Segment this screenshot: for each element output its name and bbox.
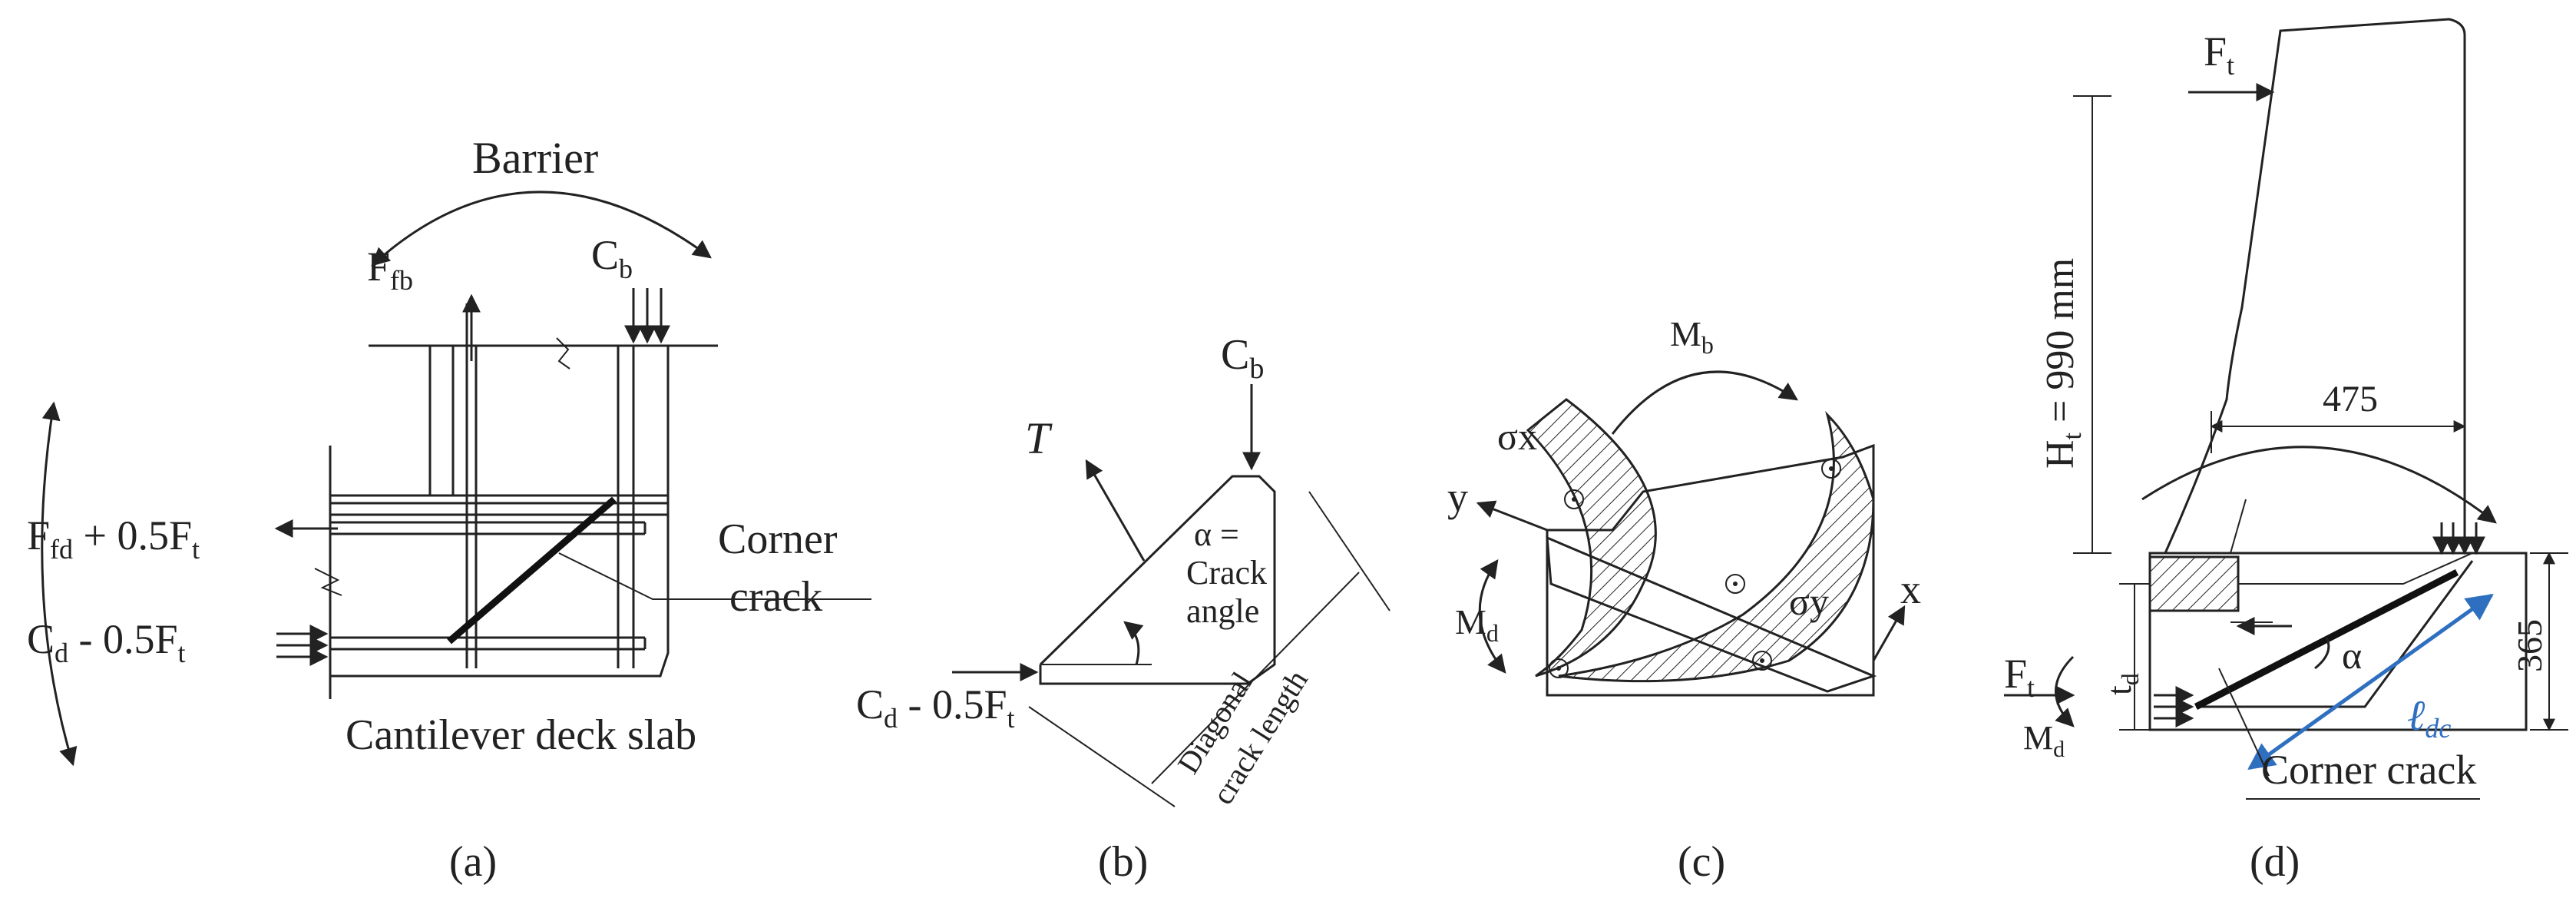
diagonal-length-dim (1151, 572, 1360, 784)
hatched-section (2148, 555, 2240, 612)
alpha-label-d: α (2342, 634, 2362, 677)
barrier-moment-arrow (371, 191, 712, 267)
deck-slab-outline (330, 494, 670, 678)
caption-c: (c) (1678, 838, 1725, 886)
compression-band (1546, 535, 1877, 693)
caption-b: (b) (1098, 838, 1148, 886)
x-axis-arrow (1872, 605, 1906, 661)
f-t-side-label: Ft (2004, 651, 2035, 703)
alpha-label-3: angle (1186, 592, 1259, 630)
barrier-label: Barrier (472, 133, 598, 183)
c-b-label: Cb (591, 232, 633, 284)
barrier-moment-arrow-d (2141, 446, 2497, 524)
sigma-y-field (1558, 410, 1875, 683)
caption-a: (a) (449, 838, 497, 886)
h-t-label: Ht = 990 mm (2039, 258, 2087, 469)
c-b-label: Cb (1221, 331, 1264, 385)
corner-crack-label-2: crack (729, 573, 822, 621)
l-dc-dim (2247, 593, 2494, 771)
panel-d: Ft Ht = 990 mm 475 α ℓdc (2004, 18, 2568, 886)
alpha-label-1: α = (1194, 515, 1239, 553)
break-symbol (556, 337, 570, 370)
slab-outline (2148, 552, 2528, 731)
barrier-profile (2164, 18, 2466, 554)
m-d-label: Md (1455, 602, 1499, 647)
caption-d: (d) (2250, 838, 2300, 886)
alpha-arc (1123, 621, 1144, 665)
y-axis-label: y (1447, 474, 1468, 520)
t-arrow (1085, 459, 1146, 562)
t-d-label: td (2099, 673, 2144, 695)
f-fd-label: Ffd + 0.5Ft (27, 512, 200, 565)
m-d-arrow-d (2055, 655, 2075, 727)
dim-475-label: 475 (2323, 379, 2378, 419)
m-d-label-d: Md (2023, 719, 2065, 762)
f-fb-label: Ffb (367, 244, 413, 296)
sigma-x-label: σx (1497, 415, 1537, 458)
sigma-y-label: σy (1789, 580, 1829, 623)
sigma-x-field (1526, 398, 1657, 678)
x-axis-label: x (1900, 566, 1921, 612)
corner-crack-line (447, 496, 617, 645)
cantilever-label: Cantilever deck slab (346, 711, 696, 759)
m-b-label: Mb (1670, 314, 1714, 359)
panel-a: Barrier Ffb Cb (27, 133, 871, 886)
m-b-arrow (1611, 370, 1798, 435)
m-d-arrow (1478, 559, 1506, 674)
corner-crack-leader (558, 552, 871, 600)
t-label: T (1025, 413, 1053, 463)
corner-crack-label-1: Corner (718, 515, 838, 563)
panel-b: T Cb Cd - 0.5Ft α = Crack angle Diagonal… (856, 331, 1391, 886)
f-t-top-label: Ft (2204, 28, 2234, 81)
free-body-outline (1039, 475, 1276, 685)
c-d-label: Cd - 0.5Ft (856, 681, 1015, 734)
deck-moment-arrow (41, 401, 78, 767)
alpha-label-2: Crack (1186, 554, 1267, 592)
l-dc-label: ℓdc (2407, 692, 2451, 744)
panel-c: Mb y x σx σy Md (c) (1447, 314, 1921, 886)
dim-365-label: 365 (2510, 619, 2549, 672)
corner-crack-label-d: Corner crack (2261, 747, 2476, 793)
y-axis-arrow (1476, 500, 1548, 532)
